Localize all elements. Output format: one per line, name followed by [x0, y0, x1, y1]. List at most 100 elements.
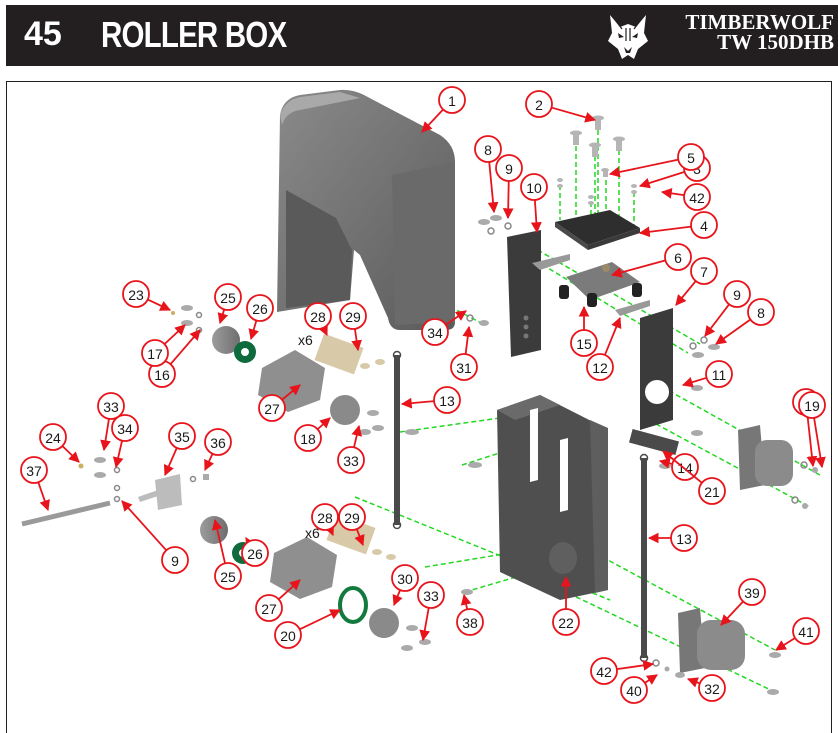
callout-number: 6 [674, 250, 682, 266]
callout-leader-arrow [462, 325, 474, 355]
callout-leader-arrow [61, 445, 80, 463]
callout-34: 34 [421, 310, 467, 346]
callout-number: 27 [264, 401, 280, 417]
callout-4: 4 [638, 211, 718, 239]
callout-number: 26 [247, 546, 263, 562]
part-side-plate-right [640, 308, 673, 430]
quantity-label: x6 [305, 525, 320, 541]
callout-29: 29 [339, 302, 367, 352]
callout-leader-arrow [530, 199, 542, 234]
callout-number: 32 [704, 681, 720, 697]
wolf-head-icon [608, 15, 648, 59]
callout-number: 2 [535, 97, 543, 113]
callout-leader-arrow [204, 453, 214, 471]
callout-circle [141, 339, 169, 367]
callout-number: 27 [261, 601, 277, 617]
callout-circle [438, 86, 466, 114]
callout-circle [570, 329, 598, 357]
callout-leader-arrow [604, 317, 622, 356]
callout-number: 41 [798, 624, 814, 640]
callout-leader-arrow [121, 500, 167, 551]
callout-12: 12 [586, 317, 622, 381]
callout-circle [620, 676, 648, 704]
callout-33: 33 [417, 581, 445, 642]
callout-number: 11 [712, 367, 727, 383]
callout-leader-arrow [419, 607, 431, 642]
callout-leader-arrow [169, 329, 201, 365]
callout-number: 28 [310, 309, 326, 325]
callout-number: 29 [344, 510, 360, 526]
callout-number: 33 [343, 453, 359, 469]
callout-30: 30 [391, 564, 419, 607]
callout-25: 25 [214, 283, 242, 325]
part-hydraulic-motor-lower [678, 608, 745, 673]
callout-number: 10 [526, 180, 542, 196]
quantity-label: x6 [298, 332, 313, 348]
callout-leader-arrow [675, 280, 697, 306]
part-carriage-bolts [557, 115, 637, 205]
callout-39: 39 [720, 578, 766, 626]
callout-leader-arrow [551, 106, 597, 123]
callout-circle [20, 456, 48, 484]
callout-number: 28 [317, 510, 333, 526]
callout-circle [474, 135, 502, 163]
part-tension-rods [392, 350, 649, 663]
callout-circle [698, 674, 726, 702]
callout-leader-arrow [610, 259, 666, 278]
callout-number: 34 [427, 325, 443, 341]
page-header: 45 ROLLER BOX TIMBERWOLF TW 150DHB [6, 5, 838, 66]
callout-circle [798, 391, 826, 419]
callout-number: 33 [103, 399, 119, 415]
callout-number: 25 [220, 569, 236, 585]
callout-13: 13 [400, 386, 461, 414]
part-roller-box-cover [277, 89, 455, 330]
callout-circle [39, 423, 67, 451]
callout-number: 12 [592, 360, 608, 376]
callout-circle [258, 394, 286, 422]
callout-20: 20 [274, 609, 341, 649]
callout-leader-arrow [317, 323, 328, 336]
part-side-plate-left [507, 230, 541, 357]
callout-circle [450, 353, 478, 381]
callout-number: 1 [448, 93, 456, 109]
callout-number: 23 [128, 287, 144, 303]
callout-11: 11 [681, 360, 733, 388]
callout-leader-arrow [715, 318, 751, 345]
callout-19: 19 [798, 391, 826, 469]
callout-leader-arrow [211, 518, 226, 564]
brand-block: TIMBERWOLF TW 150DHB [685, 12, 834, 53]
callout-9: 9 [704, 280, 751, 337]
callout-leader-arrow [217, 309, 229, 325]
callout-number: 5 [687, 150, 695, 166]
callout-circle [690, 257, 718, 285]
callout-circle [433, 386, 461, 414]
callout-number: 9 [733, 287, 741, 303]
callout-circle [417, 581, 445, 609]
callout-leader-arrow [658, 458, 673, 469]
callout-13: 13 [647, 524, 698, 552]
callout-leader-arrow [278, 579, 301, 600]
callout-number: 42 [596, 664, 612, 680]
callout-number: 39 [744, 585, 760, 601]
callout-number: 42 [689, 190, 705, 206]
callout-leader-arrow [281, 384, 301, 401]
callout-42: 42 [660, 183, 711, 211]
callout-circle [495, 154, 523, 182]
part-roller-upper [212, 326, 364, 425]
callout-18: 18 [294, 417, 331, 452]
callout-22: 22 [552, 575, 580, 636]
callout-leader-arrow [487, 161, 499, 214]
callout-circle [111, 414, 139, 442]
callout-21: 21 [662, 450, 726, 505]
callout-circle [664, 243, 692, 271]
callout-27: 27 [255, 579, 301, 622]
callout-37: 37 [20, 456, 50, 512]
callout-leader-arrow [445, 310, 467, 326]
callout-circle [391, 564, 419, 592]
callout-number: 20 [280, 628, 296, 644]
callout-leader-arrow [37, 481, 50, 512]
callout-number: 31 [456, 360, 472, 376]
callout-circle [747, 298, 775, 326]
callout-number: 24 [45, 430, 61, 446]
callout-24: 24 [39, 423, 80, 463]
